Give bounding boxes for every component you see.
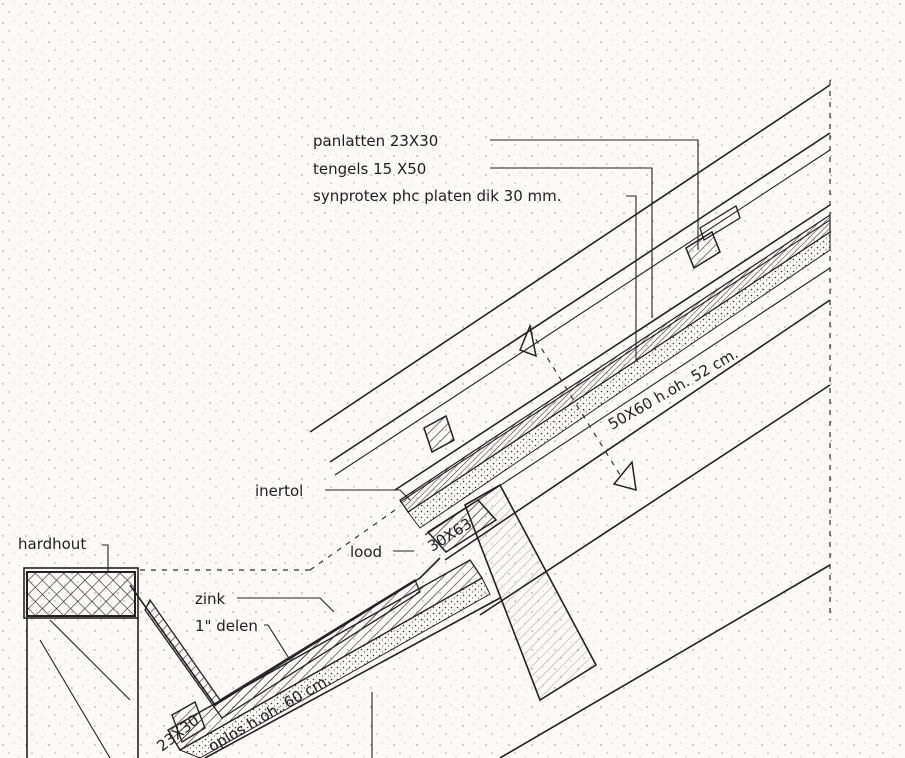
- section-marker: [519, 323, 637, 492]
- label-zink: zink: [195, 590, 226, 608]
- batten-30x63: [426, 498, 498, 554]
- label-delen: 1" delen: [195, 617, 258, 635]
- label-tengels: tengels 15 X50: [313, 160, 426, 178]
- label-inertol: inertol: [255, 482, 303, 500]
- rafter: [426, 483, 598, 702]
- label-lood: lood: [350, 543, 382, 561]
- gutter-assembly: [23, 509, 501, 758]
- klos-section: [171, 700, 206, 744]
- label-hardhout: hardhout: [18, 535, 86, 553]
- label-synprotex: synprotex phc platen dik 30 mm.: [313, 187, 562, 205]
- hardhout-beam: [26, 571, 136, 617]
- label-panlatten: panlatten 23X30: [313, 132, 438, 150]
- leader-lines: [102, 139, 699, 758]
- panlat-section-lower: [423, 414, 455, 454]
